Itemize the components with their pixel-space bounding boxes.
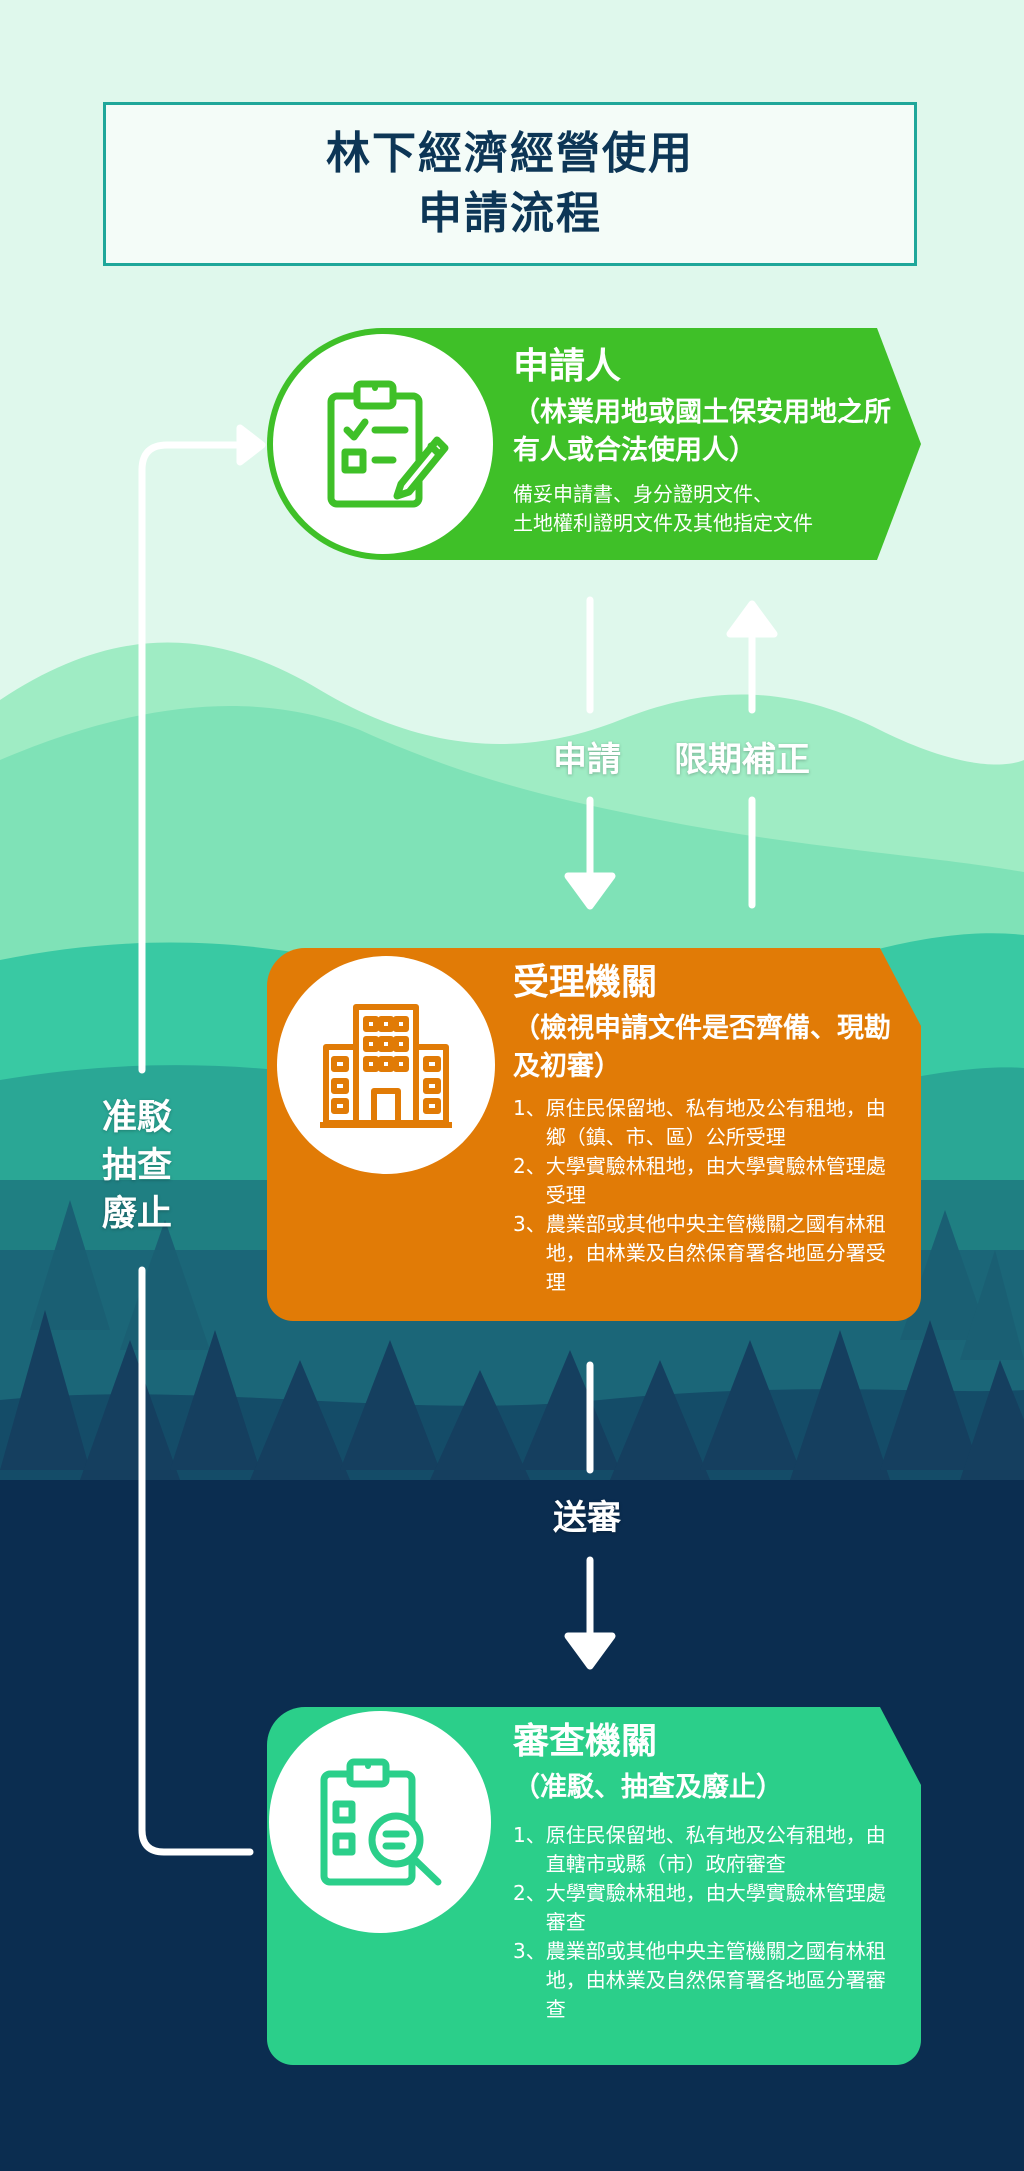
side-label-line-1: 准駁: [102, 1098, 173, 1138]
agency-item-2-number: 2、: [513, 1154, 546, 1178]
agency-item-1-text: 原住民保留地、私有地及公有租地，由鄉（鎮、市、區）公所受理: [545, 1096, 886, 1149]
agency-subtitle: （檢視申請文件是否齊備、現勘及初審）: [513, 1013, 891, 1082]
review-item-3: 3、 農業部或其他中央主管機關之國有林租地，由林業及自然保育署各地區分署審查: [513, 1937, 905, 2024]
office-building-icon: [320, 1004, 452, 1128]
submit-label: 送審: [553, 1498, 621, 1538]
agency-icon-circle: [277, 956, 495, 1174]
title-box: 林下經濟經營使用 申請流程: [103, 102, 917, 266]
side-return-line-lower: [138, 1266, 254, 1856]
agency-item-3: 3、 農業部或其他中央主管機關之國有林租地，由林業及自然保育署各地區分署受理: [513, 1210, 905, 1297]
review-card: 審查機關 （准駁、抽查及廢止） 1、 原住民保留地、私有地及公有租地，由直轄市或…: [265, 1705, 923, 2067]
agency-item-2-text: 大學實驗林租地，由大學實驗林管理處受理: [545, 1154, 886, 1207]
side-label-line-3: 廢止: [102, 1194, 173, 1234]
side-label-line-2: 抽查: [102, 1146, 173, 1186]
apply-arrow-head: [564, 872, 616, 910]
review-item-2-number: 2、: [513, 1881, 546, 1905]
agency-item-list: 1、 原住民保留地、私有地及公有租地，由鄉（鎮、市、區）公所受理 2、 大學實驗…: [513, 1094, 905, 1297]
agency-item-1-number: 1、: [513, 1096, 546, 1120]
agency-item-2: 2、 大學實驗林租地，由大學實驗林管理處受理: [513, 1152, 905, 1210]
applicant-icon-circle: [273, 334, 493, 554]
clipboard-pen-icon: [327, 380, 449, 508]
page-title-line-2: 申請流程: [418, 188, 602, 239]
side-label: 准駁 抽查 廢止: [102, 1094, 172, 1238]
applicant-card: 申請人 （林業用地或國土保安用地之所有人或合法使用人） 備妥申請書、身分證明文件…: [265, 326, 923, 562]
applicant-description-line-1: 備妥申請書、身分證明文件、: [513, 482, 773, 506]
review-item-3-number: 3、: [513, 1939, 546, 1963]
review-item-list: 1、 原住民保留地、私有地及公有租地，由直轄市或縣（市）政府審查 2、 大學實驗…: [513, 1821, 905, 2024]
review-text: 審查機關 （准駁、抽查及廢止） 1、 原住民保留地、私有地及公有租地，由直轄市或…: [513, 1719, 905, 2024]
applicant-text: 申請人 （林業用地或國土保安用地之所有人或合法使用人） 備妥申請書、身分證明文件…: [513, 344, 903, 538]
correction-label: 限期補正: [674, 740, 810, 780]
agency-item-1: 1、 原住民保留地、私有地及公有租地，由鄉（鎮、市、區）公所受理: [513, 1094, 905, 1152]
applicant-description-line-2: 土地權利證明文件及其他指定文件: [513, 511, 813, 535]
side-return-arrow-head: [236, 424, 266, 466]
applicant-subtitle: （林業用地或國土保安用地之所有人或合法使用人）: [513, 397, 891, 466]
agency-title: 受理機關: [513, 962, 658, 1003]
review-item-3-text: 農業部或其他中央主管機關之國有林租地，由林業及自然保育署各地區分署審查: [545, 1939, 886, 2021]
correction-arrow-head: [726, 600, 778, 638]
review-item-2: 2、 大學實驗林租地，由大學實驗林管理處審查: [513, 1879, 905, 1937]
clipboard-magnifier-icon: [320, 1758, 442, 1886]
review-title: 審查機關: [513, 1721, 658, 1762]
review-item-1: 1、 原住民保留地、私有地及公有租地，由直轄市或縣（市）政府審查: [513, 1821, 905, 1879]
review-subtitle: （准駁、抽查及廢止）: [513, 1772, 783, 1803]
agency-card: 受理機關 （檢視申請文件是否齊備、現勘及初審） 1、 原住民保留地、私有地及公有…: [265, 946, 923, 1323]
submit-arrow-head: [564, 1632, 616, 1670]
page-title-line-1: 林下經濟經營使用: [326, 128, 694, 179]
apply-label: 申請: [553, 740, 621, 780]
side-return-line-upper: [138, 441, 252, 1074]
review-item-1-text: 原住民保留地、私有地及公有租地，由直轄市或縣（市）政府審查: [545, 1823, 886, 1876]
review-item-1-number: 1、: [513, 1823, 546, 1847]
agency-text: 受理機關 （檢視申請文件是否齊備、現勘及初審） 1、 原住民保留地、私有地及公有…: [513, 960, 905, 1297]
agency-item-3-number: 3、: [513, 1212, 546, 1236]
review-icon-circle: [269, 1711, 491, 1933]
review-item-2-text: 大學實驗林租地，由大學實驗林管理處審查: [545, 1881, 886, 1934]
applicant-description: 備妥申請書、身分證明文件、 土地權利證明文件及其他指定文件: [513, 480, 903, 538]
agency-item-3-text: 農業部或其他中央主管機關之國有林租地，由林業及自然保育署各地區分署受理: [545, 1212, 886, 1294]
applicant-title: 申請人: [513, 346, 622, 387]
